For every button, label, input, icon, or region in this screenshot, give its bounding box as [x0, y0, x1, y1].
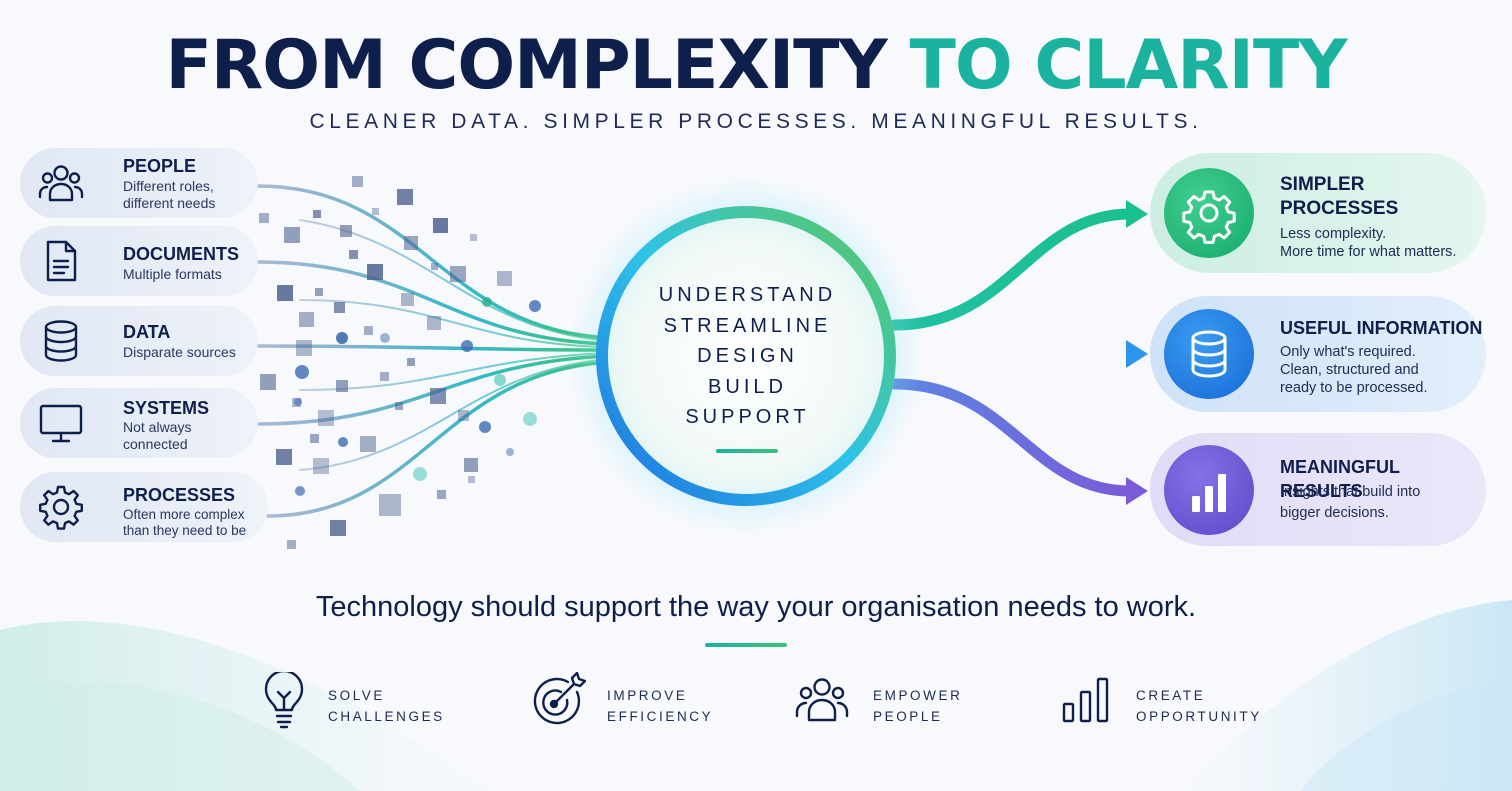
input-card-people: PEOPLE Different roles, different needs: [20, 148, 258, 218]
input-title: DOCUMENTS: [123, 244, 239, 264]
output-icon-disc: [1164, 168, 1254, 258]
center-circle: [596, 206, 896, 506]
monitor-icon: [39, 404, 83, 443]
input-description: Different roles,: [123, 178, 214, 194]
output-icon-disc: [1164, 309, 1254, 399]
input-description: than they need to be: [123, 523, 247, 538]
tagline-divider: [705, 643, 787, 647]
gear-icon: [39, 485, 83, 530]
center-steps: UNDERSTAND STREAMLINE DESIGN BUILD SUPPO…: [600, 280, 895, 433]
step-support: SUPPORT: [685, 406, 810, 428]
bar-chart-icon: [1062, 677, 1109, 723]
input-title: SYSTEMS: [123, 398, 210, 418]
input-title: PEOPLE: [123, 156, 197, 176]
output-description: Insights that build into: [1280, 484, 1421, 500]
database-icon: [1191, 330, 1227, 378]
people-icon: [795, 678, 849, 722]
output-description: Less complexity.: [1280, 226, 1387, 242]
input-card-documents: DOCUMENTS Multiple formats: [20, 226, 258, 296]
output-title: USEFUL INFORMATION: [1280, 318, 1483, 338]
output-title: SIMPLER: [1280, 174, 1365, 195]
lightbulb-icon: [264, 672, 304, 729]
input-card-systems: SYSTEMS Not always connected: [20, 388, 258, 458]
target-icon: [533, 672, 586, 725]
input-description: Disparate sources: [123, 344, 236, 360]
output-description: ready to be processed.: [1280, 380, 1428, 396]
database-icon: [44, 320, 78, 362]
arrow-to-simpler-processes: [889, 208, 1136, 331]
input-description: connected: [123, 436, 188, 452]
center-divider: [716, 449, 778, 453]
step-design: DESIGN: [697, 345, 798, 367]
step-build: BUILD: [708, 375, 787, 398]
input-description: different needs: [123, 195, 216, 211]
output-card-useful-information: USEFUL INFORMATION Only what's required.…: [1150, 296, 1486, 412]
output-description: bigger decisions.: [1280, 505, 1389, 521]
output-description: Clean, structured and: [1280, 362, 1419, 378]
input-description: Not always: [123, 419, 192, 435]
output-description: Only what's required.: [1280, 344, 1416, 360]
input-title: DATA: [123, 322, 171, 342]
gear-icon: [1182, 190, 1236, 244]
output-card-meaningful-results: MEANINGFUL RESULTS Insights that build i…: [1150, 433, 1486, 546]
step-streamline: STREAMLINE: [663, 314, 832, 337]
people-icon: [38, 165, 84, 202]
input-card-data: DATA Disparate sources: [20, 306, 258, 376]
output-icon-disc: [1164, 445, 1254, 535]
page-subtitle: CLEANER DATA. SIMPLER PROCESSES. MEANING…: [309, 110, 1203, 133]
output-card-simpler-processes: SIMPLER PROCESSES Less complexity. More …: [1150, 153, 1486, 273]
input-card-processes: PROCESSES Often more complex than they n…: [20, 472, 268, 542]
step-understand: UNDERSTAND: [658, 284, 837, 306]
document-icon: [46, 240, 77, 282]
output-description: More time for what matters.: [1280, 244, 1457, 260]
page-title: FROM COMPLEXITY TO CLARITY: [165, 26, 1347, 105]
input-title: PROCESSES: [123, 485, 236, 505]
arrow-to-meaningful-results: [889, 378, 1136, 497]
input-description: Multiple formats: [123, 266, 222, 282]
output-title: PROCESSES: [1280, 198, 1399, 219]
output-title: MEANINGFUL RESULTS: [1280, 457, 1400, 501]
tagline: Technology should support the way your o…: [315, 591, 1197, 623]
bar-chart-icon: [1192, 474, 1226, 512]
input-description: Often more complex: [123, 507, 245, 522]
